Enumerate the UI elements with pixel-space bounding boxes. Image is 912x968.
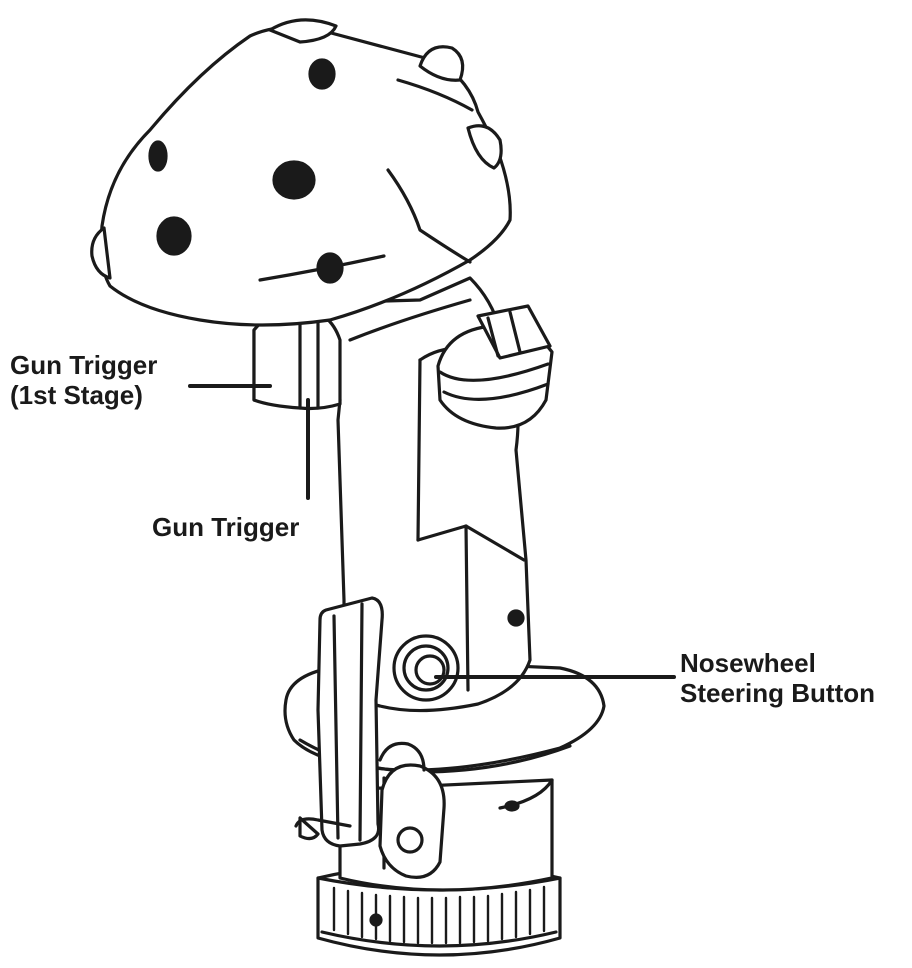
trigger-area [252, 306, 342, 411]
nosewheel-line1: Nosewheel [680, 648, 816, 678]
grip-head [90, 18, 512, 327]
nosewheel-button [392, 634, 460, 702]
gun-trigger-label: Gun Trigger [152, 512, 299, 542]
front-lever [294, 596, 446, 879]
nosewheel-line2: Steering Button [680, 678, 875, 708]
gun-trigger-first-stage-line1: Gun Trigger [10, 350, 158, 380]
side-cylinder [436, 304, 554, 430]
leader-lines [188, 384, 676, 679]
nosewheel-steering-button-label: Nosewheel Steering Button [680, 648, 875, 708]
gun-trigger-first-stage-label: Gun Trigger (1st Stage) [10, 350, 157, 410]
gun-trigger-first-stage-line2: (1st Stage) [10, 380, 143, 410]
gun-trigger-line1: Gun Trigger [152, 512, 300, 542]
